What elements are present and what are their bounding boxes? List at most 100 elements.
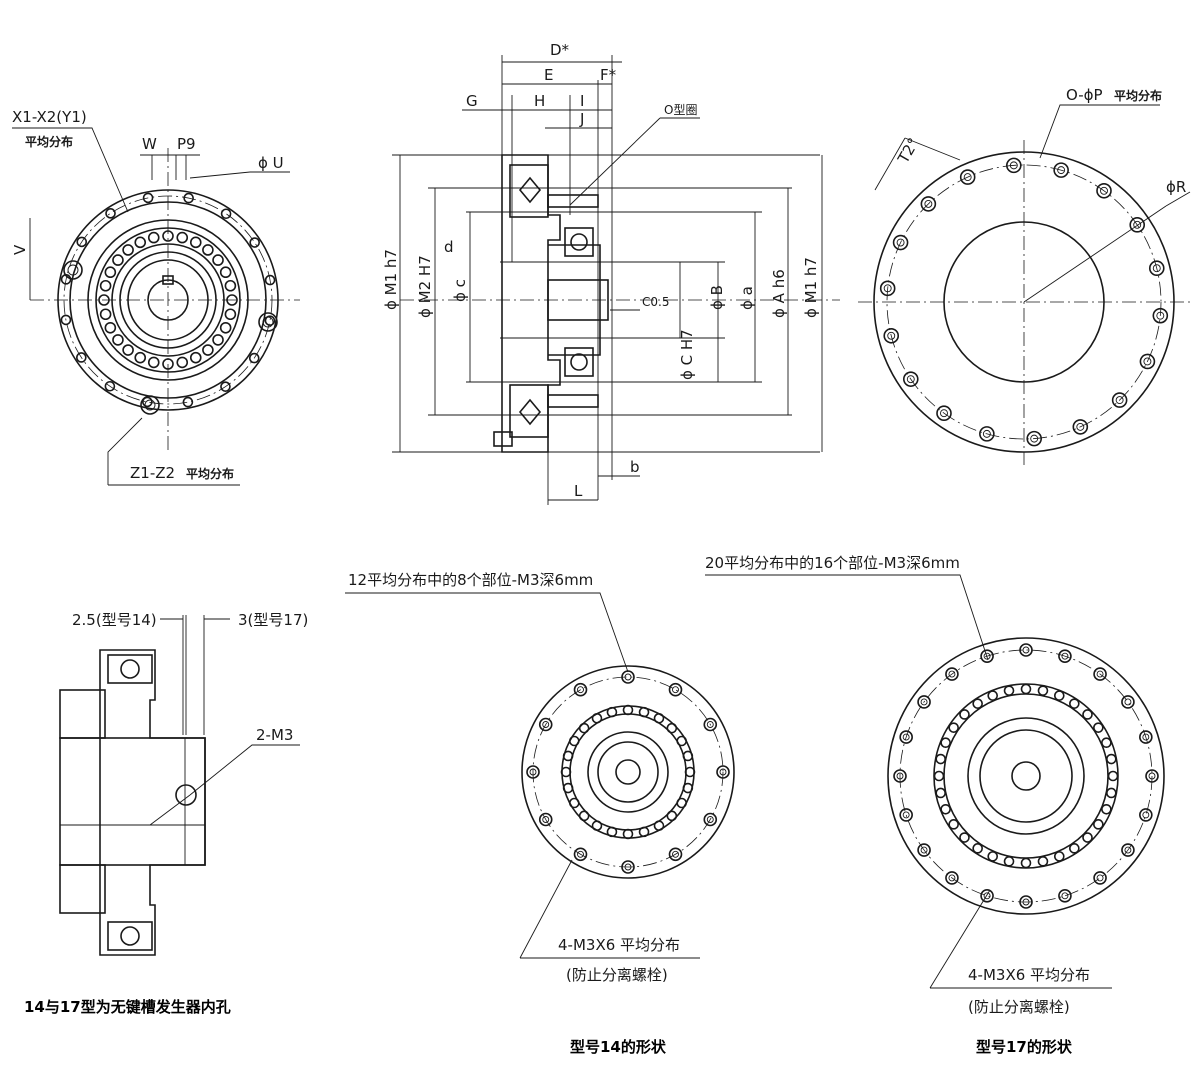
bearing-ball — [1093, 722, 1104, 733]
mounting-hole-inner — [1156, 311, 1165, 320]
mounting-hole-inner — [1124, 698, 1132, 706]
label-m3x6-b-note: (防止分离螺栓) — [968, 998, 1070, 1016]
bearing-ball — [562, 782, 574, 794]
bearing-ball — [1106, 753, 1117, 765]
bearing-ball — [219, 321, 232, 334]
bearing-ball — [226, 294, 238, 306]
mounting-hole — [1026, 430, 1043, 447]
caption-17: 型号17的形状 — [976, 1038, 1073, 1056]
bearing-ball — [122, 244, 134, 256]
bearing-ball — [1101, 803, 1112, 815]
mounting-hole-inner — [672, 850, 679, 858]
bearing-ball — [638, 826, 650, 838]
bolt-hole — [248, 352, 260, 364]
label-d-star: D* — [550, 41, 570, 59]
mounting-hole — [1072, 419, 1089, 435]
label-c05: C0.5 — [642, 295, 669, 309]
mounting-hole — [899, 730, 913, 744]
mounting-hole-inner — [906, 375, 915, 384]
bolt-hole — [142, 192, 154, 204]
bearing-ball — [104, 266, 117, 279]
bearing-ball — [959, 832, 970, 843]
bearing-ball — [606, 706, 618, 718]
bearing-ball — [933, 770, 945, 782]
mounting-hole — [980, 889, 994, 903]
label-m3x6-a: 4-M3X6 平均分布 — [558, 936, 680, 954]
bolt-hole — [249, 237, 260, 248]
bearing-ball — [147, 231, 160, 244]
mounting-hole-inner — [1142, 733, 1150, 741]
bearing-ball — [666, 810, 678, 822]
mounting-hole-inner — [948, 670, 956, 678]
bearing-ball — [134, 236, 147, 249]
mounting-hole-inner — [624, 863, 632, 871]
bearing-ball — [935, 753, 946, 765]
hub-detail — [59, 615, 300, 956]
mounting-hole-inner — [529, 768, 537, 776]
mounting-hole — [920, 196, 937, 212]
bearing-ball — [1003, 856, 1015, 867]
label-z1z2-note: 平均分布 — [186, 466, 234, 481]
bearing-ball — [569, 797, 580, 809]
label-dim-3: 3(型号17) — [238, 611, 308, 629]
mounting-hole-inner — [920, 698, 928, 706]
bolt-hole — [264, 315, 276, 326]
mounting-hole — [538, 812, 553, 827]
mounting-hole — [703, 812, 718, 827]
mounting-hole — [1058, 889, 1072, 903]
bolt-hole — [182, 396, 194, 408]
mounting-hole-inner — [920, 846, 928, 854]
mounting-hole — [893, 769, 907, 783]
mounting-hole-inner — [1022, 646, 1030, 654]
mounting-hole — [621, 860, 635, 874]
bearing-ball — [653, 713, 665, 724]
mounting-hole — [1139, 730, 1153, 744]
mounting-hole — [980, 649, 994, 663]
mounting-hole — [1093, 667, 1107, 681]
mounting-hole — [668, 682, 683, 697]
mounting-hole — [1152, 307, 1169, 324]
mounting-hole — [945, 667, 959, 681]
label-d-small: d — [444, 238, 454, 256]
bolt-hole — [220, 381, 231, 392]
bearing-ball — [112, 254, 124, 266]
bearing-ball — [1082, 832, 1093, 843]
mounting-hole-inner — [706, 816, 714, 823]
mounting-hole — [1053, 162, 1069, 178]
bearing-ball — [99, 308, 112, 321]
mounting-hole-inner — [887, 331, 896, 340]
mounting-hole-inner — [624, 673, 632, 681]
bearing-ball — [653, 820, 665, 831]
mounting-hole-inner — [542, 721, 550, 728]
mounting-hole-inner — [1061, 652, 1069, 660]
bearing-ball — [147, 356, 160, 369]
bearing-ball — [591, 713, 603, 724]
mounting-hole-inner — [1124, 846, 1132, 854]
bearing-ball — [682, 782, 694, 794]
mounting-hole-inner — [896, 772, 904, 780]
mounting-hole — [1121, 695, 1135, 709]
bearing-ball — [224, 308, 237, 321]
mounting-hole-inner — [1115, 396, 1124, 405]
mounting-hole-inner — [719, 768, 727, 776]
mounting-hole-inner — [1096, 874, 1104, 882]
mounting-hole-inner — [577, 686, 584, 694]
mounting-hole-inner — [924, 199, 933, 208]
mounting-hole — [1111, 392, 1128, 408]
mounting-hole-inner — [577, 850, 584, 858]
bearing-ball — [212, 334, 224, 346]
label-e: E — [544, 66, 553, 84]
bearing-ball — [104, 321, 117, 334]
mounting-hole-inner — [940, 409, 948, 418]
bearing-ball — [987, 851, 999, 862]
bolt-hole — [76, 236, 88, 248]
bearing-ball — [1003, 685, 1015, 696]
mounting-hole-inner — [1022, 898, 1030, 906]
mounting-hole-inner — [902, 811, 910, 819]
mounting-hole — [703, 717, 718, 732]
bearing-ball — [684, 766, 696, 778]
mounting-hole — [1019, 895, 1033, 909]
bearing-ball — [189, 351, 202, 364]
label-m3x6-a-note: (防止分离螺栓) — [566, 966, 668, 984]
bearing-ball — [562, 750, 574, 762]
